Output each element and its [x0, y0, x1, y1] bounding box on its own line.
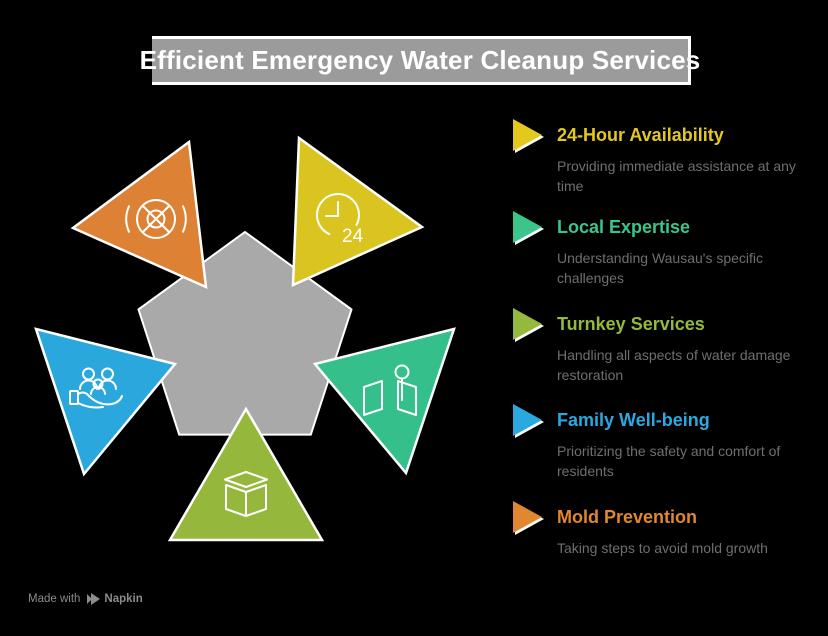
- mold-crossed-icon: [125, 199, 187, 239]
- legend-marker-triangle-icon: [513, 119, 542, 151]
- triangle-mold-prevention: [70, 139, 208, 290]
- legend-marker-triangle-icon: [513, 308, 542, 340]
- legend-marker-triangle-icon: [513, 501, 542, 533]
- triangle-local-expertise: [312, 327, 456, 476]
- clock-24-icon: 24: [316, 193, 364, 247]
- triangle-24-hour: [291, 135, 425, 287]
- footer-credit: Made with Napkin: [28, 593, 143, 605]
- napkin-brand-text: Napkin: [104, 593, 143, 605]
- title-bar: Efficient Emergency Water Cleanup Servic…: [140, 36, 700, 85]
- napkin-logo-icon: [87, 593, 101, 605]
- clock-24-label: 24: [342, 226, 364, 247]
- legend-marker-triangle-icon: [513, 404, 542, 436]
- family-hand-icon: [69, 367, 123, 409]
- legend-item-24-hour: 24-Hour Availability Providing immediate…: [511, 118, 811, 196]
- triangle-turnkey: [167, 406, 325, 542]
- made-with-text: Made with: [28, 593, 81, 605]
- legend-description: Providing immediate assistance at any ti…: [557, 158, 796, 194]
- legend-label: Turnkey Services: [557, 314, 705, 334]
- legend-description: Taking steps to avoid mold growth: [557, 540, 768, 556]
- cube-icon: [224, 471, 268, 517]
- legend-label: Family Well-being: [557, 410, 710, 430]
- legend-item-turnkey: Turnkey Services Handling all aspects of…: [511, 307, 811, 385]
- triangle-family: [34, 327, 178, 477]
- legend-label: Local Expertise: [557, 217, 691, 237]
- legend-description: Understanding Wausau's specific challeng…: [557, 250, 764, 286]
- legend-label: Mold Prevention: [557, 507, 698, 527]
- page-title: Efficient Emergency Water Cleanup Servic…: [139, 45, 701, 75]
- map-pin-icon: [363, 364, 417, 416]
- legend-item-local-expertise: Local Expertise Understanding Wausau's s…: [511, 210, 811, 288]
- legend-item-family: Family Well-being Prioritizing the safet…: [511, 403, 811, 481]
- legend-description: Prioritizing the safety and comfort of r…: [557, 443, 781, 479]
- legend-description: Handling all aspects of water damage res…: [557, 347, 791, 383]
- legend-marker-triangle-icon: [513, 211, 542, 243]
- legend-label: 24-Hour Availability: [557, 125, 724, 145]
- legend-item-mold: Mold Prevention Taking steps to avoid mo…: [511, 500, 811, 558]
